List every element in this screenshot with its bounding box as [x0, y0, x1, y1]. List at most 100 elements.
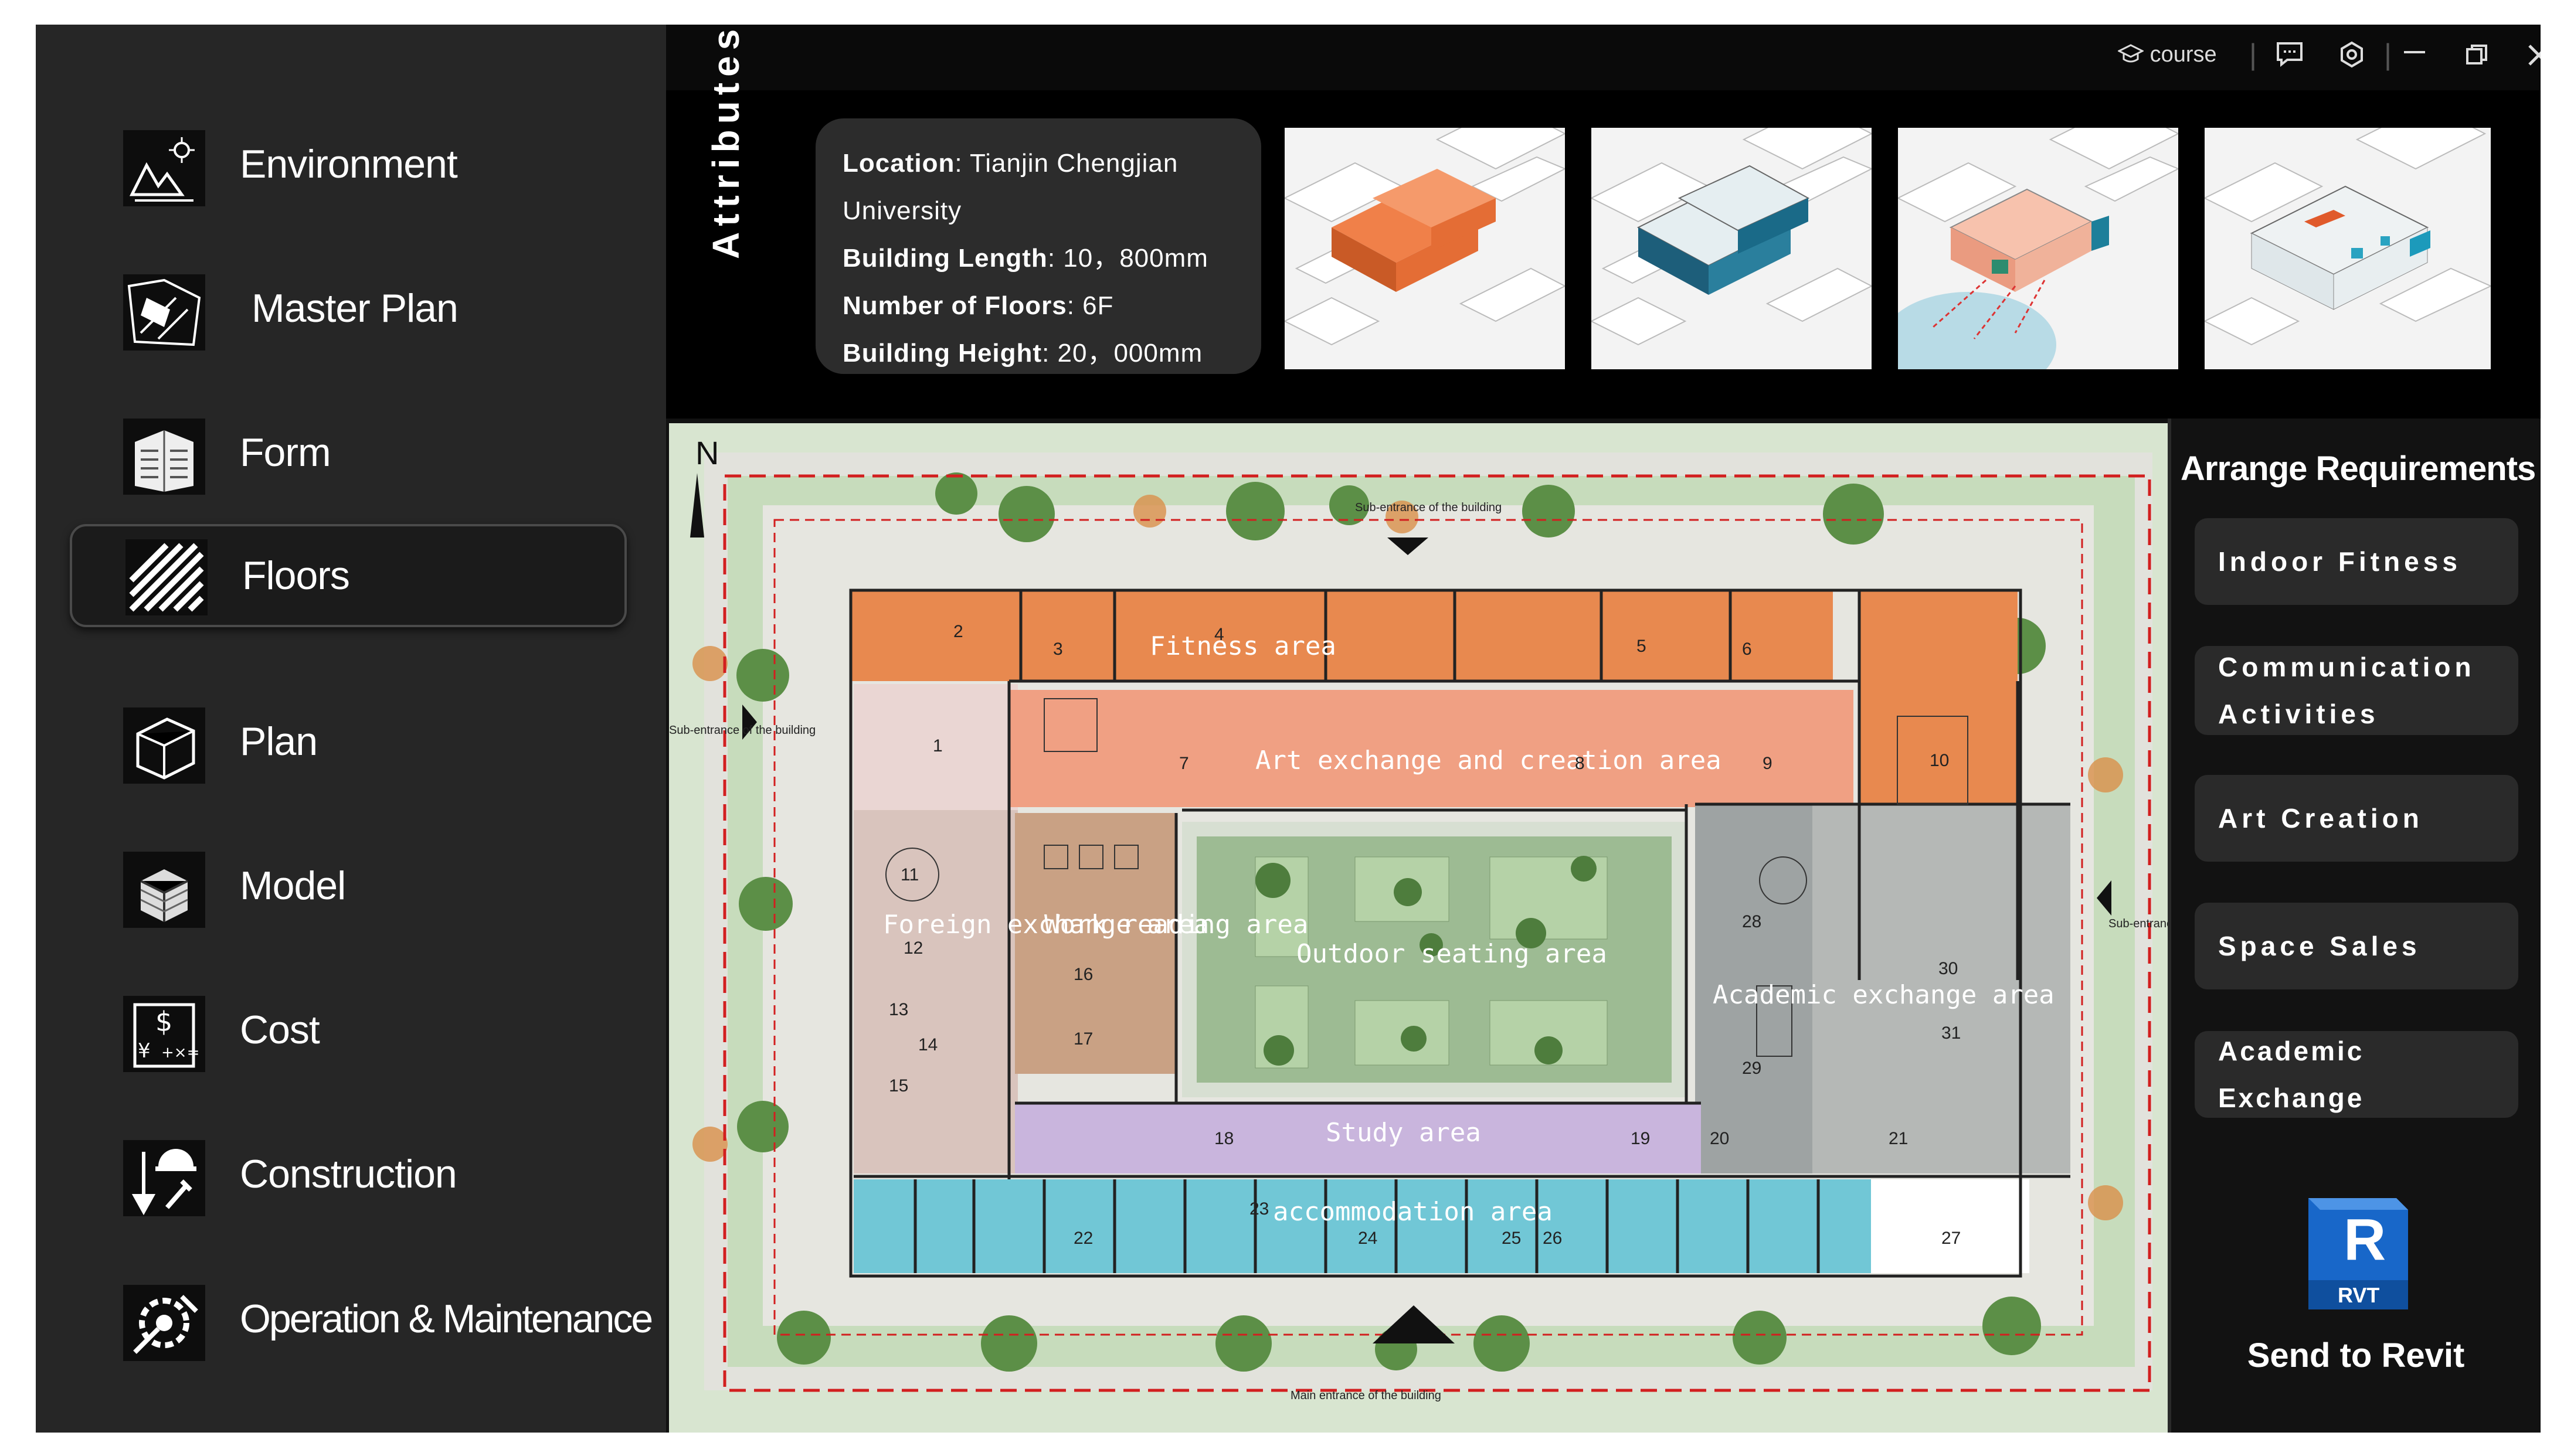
height-label: Building Height — [843, 339, 1043, 368]
room-number: 9 — [1763, 754, 1772, 773]
sub-entrance-left-label: Sub-entrance of the building — [669, 724, 816, 737]
location-label: Location — [843, 149, 955, 178]
room-number: 1 — [933, 736, 943, 756]
minimize-icon[interactable] — [2403, 49, 2426, 55]
room-number: 12 — [904, 938, 923, 958]
sidebar-item-label: Construction — [240, 1152, 457, 1196]
room-number: 8 — [1575, 754, 1585, 773]
sidebar-item-label: Plan — [240, 719, 318, 764]
cost-icon: $ ¥ +×= — [123, 996, 205, 1072]
room-number: 11 — [901, 865, 919, 885]
zone-label-foreign: Foreign exchange area — [883, 910, 1209, 940]
message-icon[interactable] — [2276, 41, 2304, 67]
room-number: 30 — [1938, 959, 1958, 978]
close-icon[interactable] — [2527, 43, 2541, 67]
separator: | — [2249, 38, 2257, 71]
zone-label-art: Art exchange and creation area — [1255, 746, 1721, 775]
length-row: Building Length: 10，800mm — [843, 244, 1208, 273]
sidebar-item-floors[interactable]: Floors — [70, 524, 627, 627]
fitness-zone — [851, 590, 1833, 681]
restore-icon[interactable] — [2465, 43, 2488, 67]
communication-activities-button[interactable]: Communication Activities — [2195, 646, 2518, 735]
operation-maintenance-icon — [123, 1285, 205, 1361]
room-number: 25 — [1502, 1229, 1521, 1248]
sidebar-item-operation-maintenance[interactable]: Operation & Maintenance — [70, 1267, 653, 1370]
sub-entrance-right-label: Sub-entrance of the building — [2108, 917, 2168, 930]
building-form-icon — [123, 419, 205, 495]
room-number: 6 — [1742, 639, 1752, 659]
location-row: Location: Tianjin Chengjian University — [843, 149, 1179, 225]
room-number: 24 — [1358, 1229, 1377, 1248]
room-number: 28 — [1742, 912, 1761, 931]
room-number: 29 — [1742, 1059, 1761, 1078]
separator: | — [2384, 38, 2392, 71]
zone-label-outdoor: Outdoor seating area — [1296, 939, 1607, 969]
massing-view-thumbnail-1[interactable] — [1285, 128, 1565, 369]
room-number: 2 — [953, 622, 963, 641]
height-value: 20，000mm — [1057, 339, 1203, 368]
room-number: 4 — [1214, 625, 1224, 644]
course-button[interactable]: course — [2117, 42, 2217, 67]
sidebar-item-environment[interactable]: Environment — [70, 113, 627, 216]
zone-label-fitness: Fitness area — [1150, 631, 1336, 661]
room-number: 15 — [889, 1076, 908, 1096]
indoor-fitness-button[interactable]: Indoor Fitness — [2195, 518, 2518, 605]
floors-label: Number of Floors — [843, 291, 1067, 320]
attributes-heading: Attributes — [705, 25, 747, 259]
plan-icon — [123, 707, 205, 784]
room-number: 3 — [1053, 639, 1063, 659]
settings-icon[interactable] — [2338, 41, 2365, 68]
room-number: 31 — [1941, 1023, 1961, 1043]
svg-text:$: $ — [155, 1006, 172, 1037]
floor-plan-drawing: N Main entrance of the building Sub-entr… — [669, 423, 2168, 1433]
master-plan-icon — [123, 274, 205, 351]
location-value: Tianjin Chengjian University — [843, 149, 1179, 225]
sidebar-item-master-plan[interactable]: Master Plan — [70, 257, 627, 360]
room-number: 19 — [1631, 1129, 1650, 1148]
zone-label-academic: Academic exchange area — [1713, 980, 2055, 1010]
art-creation-button[interactable]: Art Creation — [2195, 775, 2518, 862]
room-number: 27 — [1941, 1229, 1961, 1248]
zone-label-study: Study area — [1326, 1118, 1481, 1148]
room-number: 10 — [1930, 751, 1949, 770]
app-window: Environment Master Plan Form — [36, 25, 2541, 1433]
sidebar: Environment Master Plan Form — [36, 25, 666, 1433]
title-bar: course | | — [666, 25, 2541, 90]
revit-logo-icon[interactable]: R RVT — [2297, 1192, 2414, 1315]
room-number: 22 — [1074, 1229, 1093, 1248]
sidebar-item-label: Master Plan — [252, 286, 459, 331]
sidebar-item-plan[interactable]: Plan — [70, 690, 627, 793]
floors-icon — [125, 539, 208, 615]
svg-text:+×=: +×= — [161, 1044, 199, 1062]
revit-logo-tag: RVT — [2338, 1283, 2379, 1307]
north-arrow-pointer — [690, 473, 704, 538]
sidebar-item-label: Environment — [240, 142, 458, 186]
sidebar-item-label: Model — [240, 863, 346, 908]
room-number: 20 — [1710, 1129, 1729, 1148]
attributes-card: Location: Tianjin Chengjian University B… — [816, 118, 1261, 374]
requirements-panel: Arrange Requirements Indoor Fitness Comm… — [2168, 419, 2541, 1433]
course-label: course — [2149, 42, 2217, 67]
room-number: 18 — [1214, 1129, 1234, 1148]
massing-view-thumbnail-3[interactable] — [1898, 128, 2178, 369]
sidebar-item-label: Operation & Maintenance — [240, 1297, 653, 1341]
room-number: 17 — [1074, 1029, 1093, 1049]
space-sales-button[interactable]: Space Sales — [2195, 903, 2518, 989]
sidebar-item-model[interactable]: Model — [70, 834, 627, 937]
svg-text:¥: ¥ — [138, 1039, 151, 1063]
north-arrow: N — [695, 434, 719, 471]
sidebar-item-label: Floors — [242, 553, 350, 598]
massing-view-thumbnail-2[interactable] — [1591, 128, 1872, 369]
revit-logo-letter: R — [2344, 1207, 2386, 1273]
sidebar-item-construction[interactable]: Construction — [70, 1122, 627, 1226]
send-to-revit-button[interactable]: Send to Revit — [2247, 1336, 2465, 1375]
sidebar-item-form[interactable]: Form — [70, 401, 627, 504]
massing-view-thumbnail-4[interactable] — [2205, 128, 2491, 369]
model-icon — [123, 852, 205, 928]
academic-exchange-button[interactable]: Academic Exchange — [2195, 1031, 2518, 1118]
height-row: Building Height: 20，000mm — [843, 339, 1203, 368]
zone-label-work: Work reading area — [1044, 910, 1308, 940]
floor-plan[interactable]: N Main entrance of the building Sub-entr… — [669, 423, 2168, 1433]
sidebar-item-label: Form — [240, 430, 331, 475]
sidebar-item-cost[interactable]: $ ¥ +×= Cost — [70, 978, 627, 1081]
